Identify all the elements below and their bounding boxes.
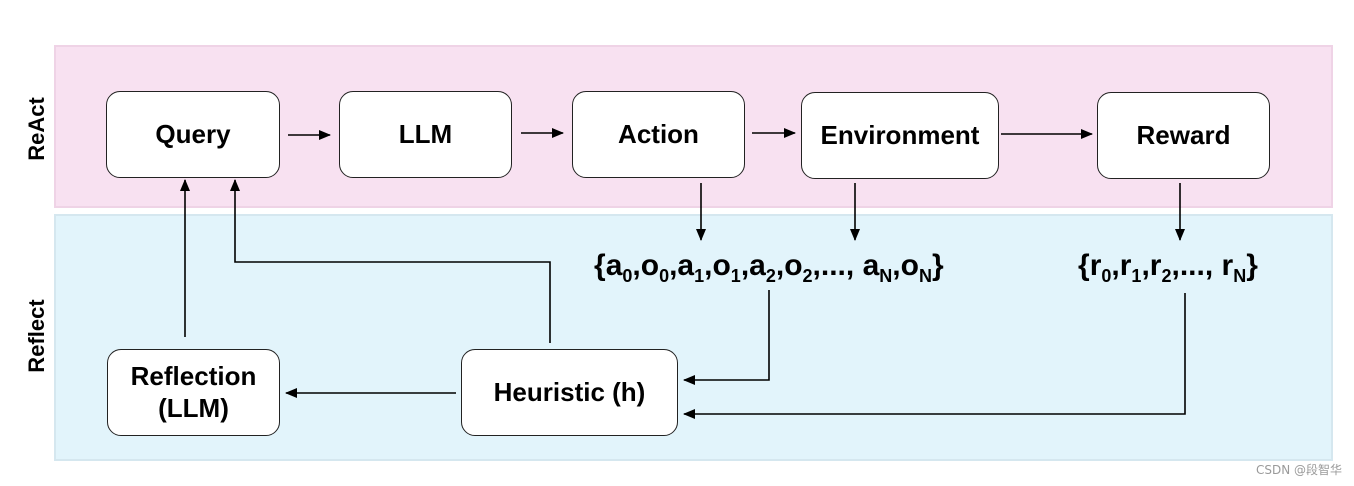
arrow-actions-seq-to-heuristic — [683, 290, 770, 385]
heuristic-label: Heuristic (h) — [493, 376, 646, 407]
sequence-term: r2 — [1149, 249, 1172, 286]
sequence-term: a1 — [677, 249, 705, 286]
sequence-ellipsis: ... — [820, 249, 846, 282]
query-label: Query — [155, 118, 231, 149]
environment-node: Environment — [801, 92, 999, 179]
sequence-term: aN — [862, 249, 893, 286]
reflection-node: Reflection (LLM) — [107, 349, 280, 436]
action-label: Action — [618, 118, 699, 149]
action-observation-sequence: {a0,o0,a1,o1,a2,o2,..., aN,oN} — [594, 249, 944, 286]
reward-node: Reward — [1097, 92, 1270, 179]
sequence-term: a2 — [749, 249, 776, 286]
sequence-term: r0 — [1089, 249, 1112, 286]
reward-label: Reward — [1136, 119, 1231, 150]
sequence-term: a0 — [605, 249, 633, 286]
llm-label: LLM — [398, 118, 453, 149]
action-node: Action — [572, 91, 745, 178]
sequence-term: rN — [1221, 249, 1247, 286]
watermark: CSDN @段智华 — [1255, 463, 1342, 477]
reward-sequence: {r0,r1,r2,..., rN} — [1078, 249, 1258, 286]
sequence-term: o2 — [784, 249, 813, 286]
environment-label: Environment — [820, 119, 980, 150]
reflection-label-line1: Reflection — [130, 361, 257, 392]
sequence-term: o1 — [712, 249, 741, 286]
query-node: Query — [106, 91, 280, 178]
sequence-term: o0 — [640, 249, 670, 286]
heuristic-node: Heuristic (h) — [461, 349, 678, 436]
llm-node: LLM — [339, 91, 512, 178]
sequence-term: r1 — [1119, 249, 1142, 286]
sequence-term: oN — [900, 249, 932, 286]
arrow-heuristic-to-query — [230, 179, 551, 343]
reflection-label-line2: (LLM) — [158, 392, 229, 423]
sequence-ellipsis: ... — [1179, 249, 1205, 282]
arrow-rewards-seq-to-heuristic — [683, 293, 1186, 419]
